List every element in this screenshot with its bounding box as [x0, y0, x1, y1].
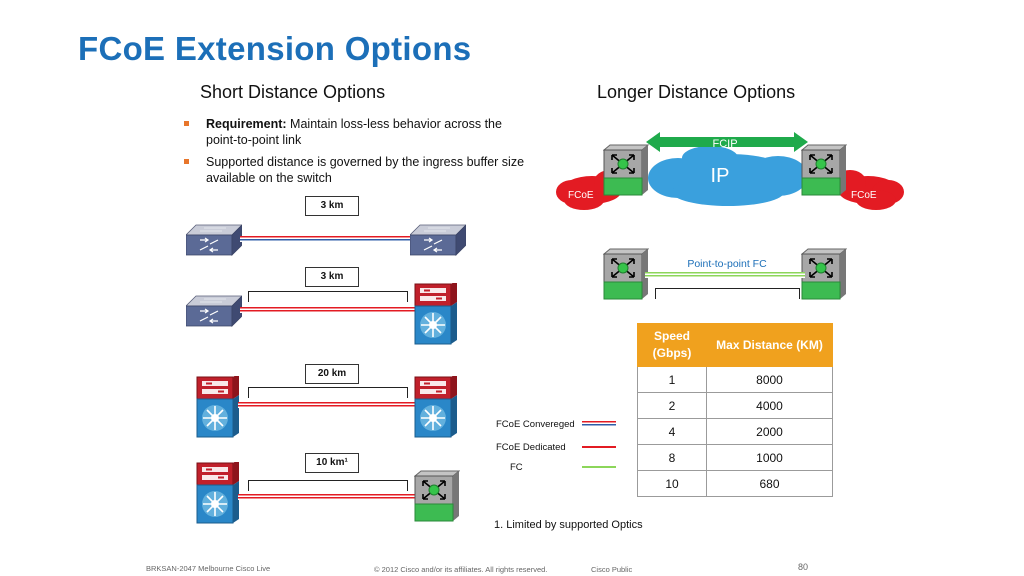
table-header-row: Speed (Gbps) Max Distance (KM) [637, 323, 833, 367]
speed-cell: 8 [637, 444, 707, 471]
ip-cloud-shape [648, 146, 808, 206]
bullet-requirement: Requirement: Maintain loss-less behavior… [178, 116, 528, 148]
header-distance: Max Distance (KM) [706, 323, 833, 367]
distance-label-row1: 3 km [305, 196, 359, 216]
fc-link [645, 272, 805, 278]
footnote: 1. Limited by supported Optics [494, 519, 643, 531]
requirements-list: Requirement: Maintain loss-less behavior… [178, 116, 528, 192]
point-to-point-label: Point-to-point FC [687, 258, 767, 270]
fcoe-dedicated-link [240, 307, 416, 313]
distance-label-row2: 3 km [305, 267, 359, 287]
speed-cell: 10 [637, 470, 707, 497]
distance-bracket [248, 291, 408, 302]
short-distance-heading: Short Distance Options [200, 82, 386, 102]
nexus-switch-icon [196, 462, 240, 524]
fcip-label: FCIP [712, 138, 738, 150]
distance-bracket [248, 387, 408, 398]
requirement-text: Maintain loss-less behavior across the p… [206, 117, 502, 147]
lan-switch-icon [186, 223, 242, 257]
mds-switch-icon [801, 248, 847, 300]
legend-dedicated-label: FCoE Dedicated [496, 442, 566, 453]
distance-label-row4: 10 km¹ [305, 453, 359, 473]
page-number: 80 [798, 562, 809, 572]
nexus-switch-icon [196, 376, 240, 438]
legend-dedicated-swatch [582, 446, 616, 448]
distance-bracket [248, 480, 408, 491]
fcoe-dedicated-link [238, 494, 416, 500]
distance-label-row3: 20 km [305, 364, 359, 384]
fcoe-converged-link [240, 236, 412, 242]
requirement-label: Requirement: [206, 117, 287, 131]
nexus-switch-icon [414, 283, 458, 345]
bullet-buffer: Supported distance is governed by the in… [178, 154, 528, 186]
bullet-marker [184, 159, 189, 164]
footer-session: BRKSAN-2047 Melbourne Cisco Live [146, 564, 271, 573]
footer-copyright: © 2012 Cisco and/or its affiliates. All … [374, 565, 548, 574]
page-title: FCoE Extension Options [78, 30, 472, 67]
mds-switch-icon [414, 470, 460, 522]
mds-switch-icon [603, 144, 649, 196]
fcip-arrow [646, 132, 808, 152]
distance-cell: 1000 [706, 444, 833, 471]
fcip-diagram [556, 132, 904, 210]
lan-switch-icon [186, 294, 242, 328]
legend-converged-swatch [582, 421, 616, 427]
speed-cell: 2 [637, 392, 707, 419]
ip-cloud-label: IP [710, 165, 730, 187]
lan-switch-icon [410, 223, 466, 257]
fcoe-right-label: FCoE [851, 190, 877, 201]
buffer-text: Supported distance is governed by the in… [206, 155, 525, 185]
long-distance-heading: Longer Distance Options [597, 82, 796, 102]
fcoe-dedicated-link [238, 402, 416, 408]
speed-cell: 1 [637, 366, 707, 393]
header-speed: Speed (Gbps) [637, 323, 707, 367]
legend-fc-label: FC [510, 462, 523, 473]
speed-cell: 4 [637, 418, 707, 445]
fcoe-left-label: FCoE [568, 190, 594, 201]
bullet-marker [184, 121, 189, 126]
distance-cell: 8000 [706, 366, 833, 393]
legend-fc-swatch [582, 466, 616, 468]
distance-bracket [655, 288, 800, 299]
footer-classification: Cisco Public [591, 565, 633, 574]
mds-switch-icon [801, 144, 847, 196]
mds-switch-icon [603, 248, 649, 300]
legend-converged-label: FCoE Convereged [496, 419, 575, 430]
distance-cell: 680 [706, 470, 833, 497]
distance-cell: 4000 [706, 392, 833, 419]
distance-cell: 2000 [706, 418, 833, 445]
nexus-switch-icon [414, 376, 458, 438]
